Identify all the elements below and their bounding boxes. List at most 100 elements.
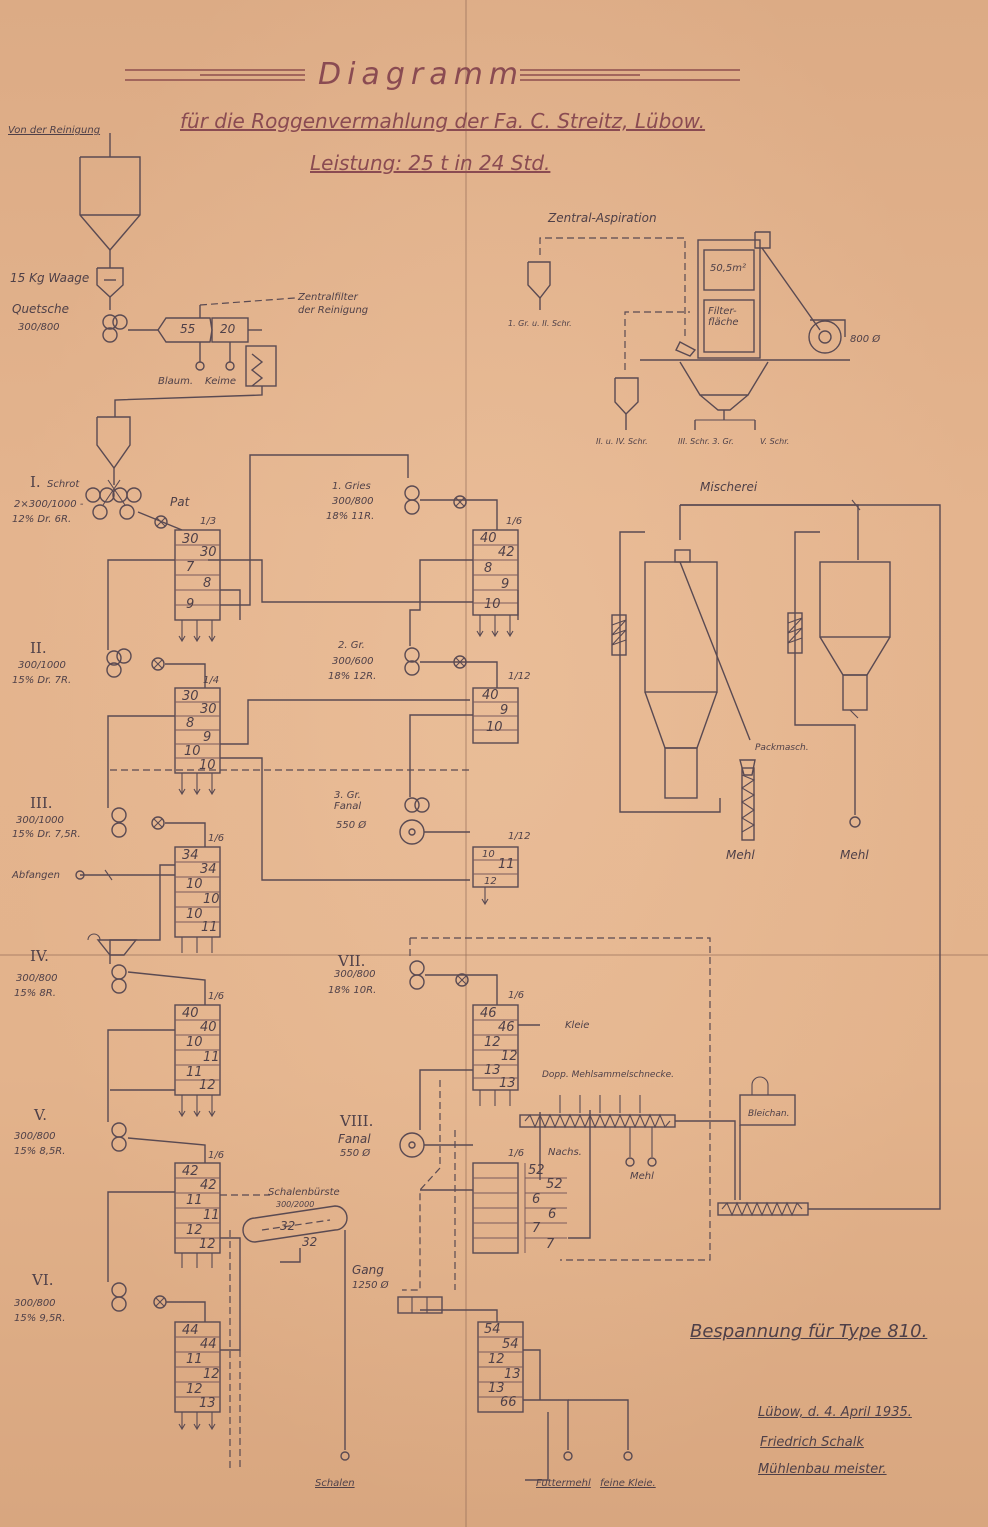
passage-II-roman: II. [30,639,47,657]
schalenbuerste-size: 300/2000 [276,1200,315,1209]
scale-icon [96,267,124,310]
title-rules [125,69,740,81]
aspiration-out-1: II. u. IV. Schr. [596,437,648,446]
gries-3-spec: 550 Ø [336,820,367,831]
aspiration-label: Zentral-Aspiration [548,211,657,225]
signer-name: Friedrich Schalk [760,1435,864,1450]
sifter-number: 13 [499,1076,516,1091]
gries-1-name: 1. Gries [332,481,371,492]
sifter-number: 10 [184,744,201,759]
sifter-number: 11 [203,1050,220,1065]
sifter-number: 34 [200,862,217,877]
sifter-number: 44 [182,1323,199,1338]
sifter-number: 13 [504,1367,521,1382]
sifter-number: 66 [500,1395,517,1410]
sifter-rules-left [175,544,220,1398]
sifter-fraction: 1/12 [508,831,531,842]
passage-VIII-spec: 550 Ø [340,1148,371,1159]
sifter-number: 12 [501,1049,518,1064]
sifter-number: 10 [186,907,203,922]
sifter-number: 9 [501,577,510,592]
flour-small-label: Mehl [630,1171,654,1182]
passage-V-spec: 300/800 [14,1131,56,1142]
screw-conveyor-label: Dopp. Mehlsammelschnecke. [542,1070,675,1080]
passage-V-spec2: 15% 8,5R. [14,1146,66,1157]
gang-label: Gang [352,1263,384,1277]
passage-VI-roman: VI. [32,1271,54,1289]
sifter-number: 7 [546,1237,555,1252]
passage-I-spec: 2×300/1000 - [14,499,84,510]
sifter-number: 42 [498,545,515,560]
gries-2-name: 2. Gr. [338,640,365,651]
passage-III-spec: 300/1000 [16,815,64,826]
passage-I-roman: I. [30,473,41,491]
dashed-returns [220,1194,270,1470]
passage-I-name: Schrot [47,479,80,490]
aspiration-out-3: V. Schr. [760,437,790,446]
gries-1-spec: 300/800 [332,496,374,507]
of-cleaning-label: der Reinigung [298,305,369,316]
passage-V-roman: V. [34,1106,47,1124]
central-filter-label: Zentralfilter [298,292,358,303]
sifter-number: 34 [182,848,199,863]
fine-bran-label: feine Kleie. [600,1478,656,1489]
sifter-number: 10 [482,849,495,860]
nachs-label: Nachs. [548,1147,582,1158]
signer-title: Mühlenbau meister. [758,1462,887,1477]
sifter-number: 11 [186,1352,203,1367]
sifter-number: 10 [203,892,220,907]
machine-value-2: 20 [220,322,236,336]
gries-2-spec2: 18% 12R. [328,671,377,682]
sifter-number: 46 [498,1020,515,1035]
passage-I-spec2: 12% Dr. 6R. [12,514,72,525]
sifter-number: 10 [199,758,216,773]
passage-IV-spec: 300/800 [16,973,58,984]
sifter-number: 13 [488,1381,505,1396]
sifter-number: 44 [200,1337,217,1352]
fan-size-label: 800 Ø [850,334,881,345]
diagram-title: Diagramm [318,57,525,92]
cleaning-machine [114,297,296,417]
sifter-number: 40 [482,688,499,703]
sifter-number: 8 [203,576,212,591]
bleach-label: Bleichan. [748,1109,790,1119]
capacity-label: Leistung: 25 t in 24 Std. [310,151,551,175]
passage-I-rollers [85,479,183,531]
right-flow-lines [208,499,711,1481]
sifter-number: 6 [548,1207,557,1222]
sifter-number: 10 [486,720,503,735]
passage-II-spec: 300/1000 [18,660,66,671]
sifter-number: 11 [498,857,515,872]
schalenbuerste [220,1205,350,1470]
filter-area-label: 50,5m² [710,263,747,274]
sifter-number: 40 [200,1020,217,1035]
aspiration-out-2: III. Schr. 3. Gr. [678,437,734,446]
bran-label: Kleie [565,1020,590,1031]
passage-VI-spec2: 15% 9,5R. [14,1313,66,1324]
sifter-number: 8 [186,716,195,731]
sifter-number: 10 [186,877,203,892]
tempering-bin [96,416,131,485]
sifter-number: 30 [182,689,199,704]
sifter-number: 7 [532,1221,541,1236]
sifter-number: 10 [484,597,501,612]
flour-output-right: Mehl [840,848,869,862]
passage-II-spec2: 15% Dr. 7R. [12,675,72,686]
sifter-number: 12 [186,1223,203,1238]
sifter-number: 52 [546,1177,563,1192]
mesh-type-label: Bespannung für Type 810. [690,1321,928,1342]
sifter-rules-right [473,544,567,1398]
sifter-number: 11 [203,1208,220,1223]
sifter-number: 54 [484,1322,501,1337]
passage-VIII-roman: VIII. [340,1112,374,1130]
sifter-number: 9 [500,703,509,718]
sifter-number: 11 [201,920,218,935]
sifter-fraction: 1/6 [208,1150,225,1161]
aspiration-left-label: 1. Gr. u. II. Schr. [508,319,572,328]
sifter-number: 42 [182,1164,199,1179]
sifter-number: 6 [532,1192,541,1207]
scale-label: 15 Kg Waage [10,271,90,285]
passage-rollers-right [399,485,469,1158]
